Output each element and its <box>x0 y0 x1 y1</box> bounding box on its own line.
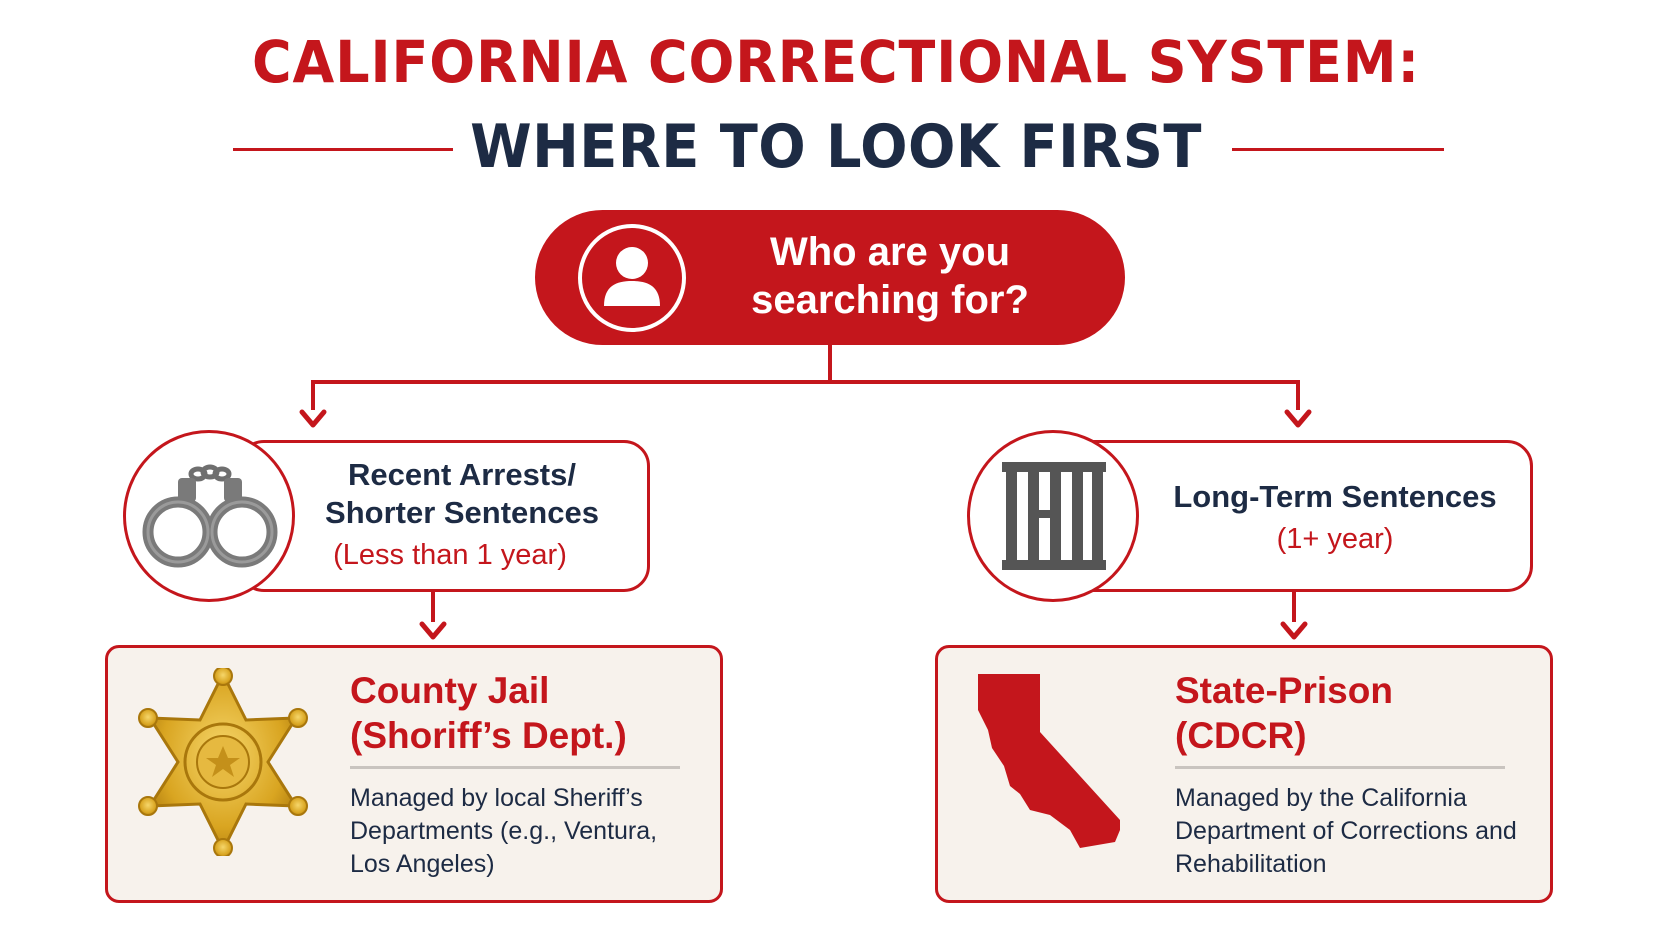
handcuffs-icon <box>142 464 278 568</box>
category-title-long: Long-Term Sentences <box>1173 479 1497 514</box>
destination-divider-county-jail <box>350 766 680 769</box>
category-title-short: Recent Arrests/ Shorter Sentences <box>325 457 599 530</box>
category-card-short <box>238 440 650 592</box>
destination-title-state-prison-line2: (CDCR) <box>1175 715 1307 756</box>
prison-bars-icon <box>1002 462 1106 570</box>
question-text: Who are you searching for? <box>751 230 1029 322</box>
sheriff-badge-icon <box>138 668 308 856</box>
destination-description-county-jail: Managed by local Sheriff’s Departments (… <box>350 784 658 878</box>
destination-title-county-jail-line1: County Jail <box>350 670 550 711</box>
title-rule-right <box>1232 148 1444 151</box>
destination-title-state-prison-line1: State-Prison <box>1175 670 1393 711</box>
california-map-icon <box>978 674 1120 848</box>
destination-description-state-prison: Managed by the California Department of … <box>1175 784 1517 878</box>
destination-title-county-jail-line2: (Shoriff’s Dept.) <box>350 715 627 756</box>
destination-divider-state-prison <box>1175 766 1505 769</box>
title-line-1: CALIFORNIA CORRECTIONAL SYSTEM: <box>252 28 1420 96</box>
title-line-2: WHERE TO LOOK FIRST <box>470 112 1202 182</box>
category-subtitle-short: (Less than 1 year) <box>333 539 567 571</box>
title-rule-left <box>233 148 453 151</box>
person-icon <box>604 247 660 306</box>
category-subtitle-long: (1+ year) <box>1276 523 1394 555</box>
